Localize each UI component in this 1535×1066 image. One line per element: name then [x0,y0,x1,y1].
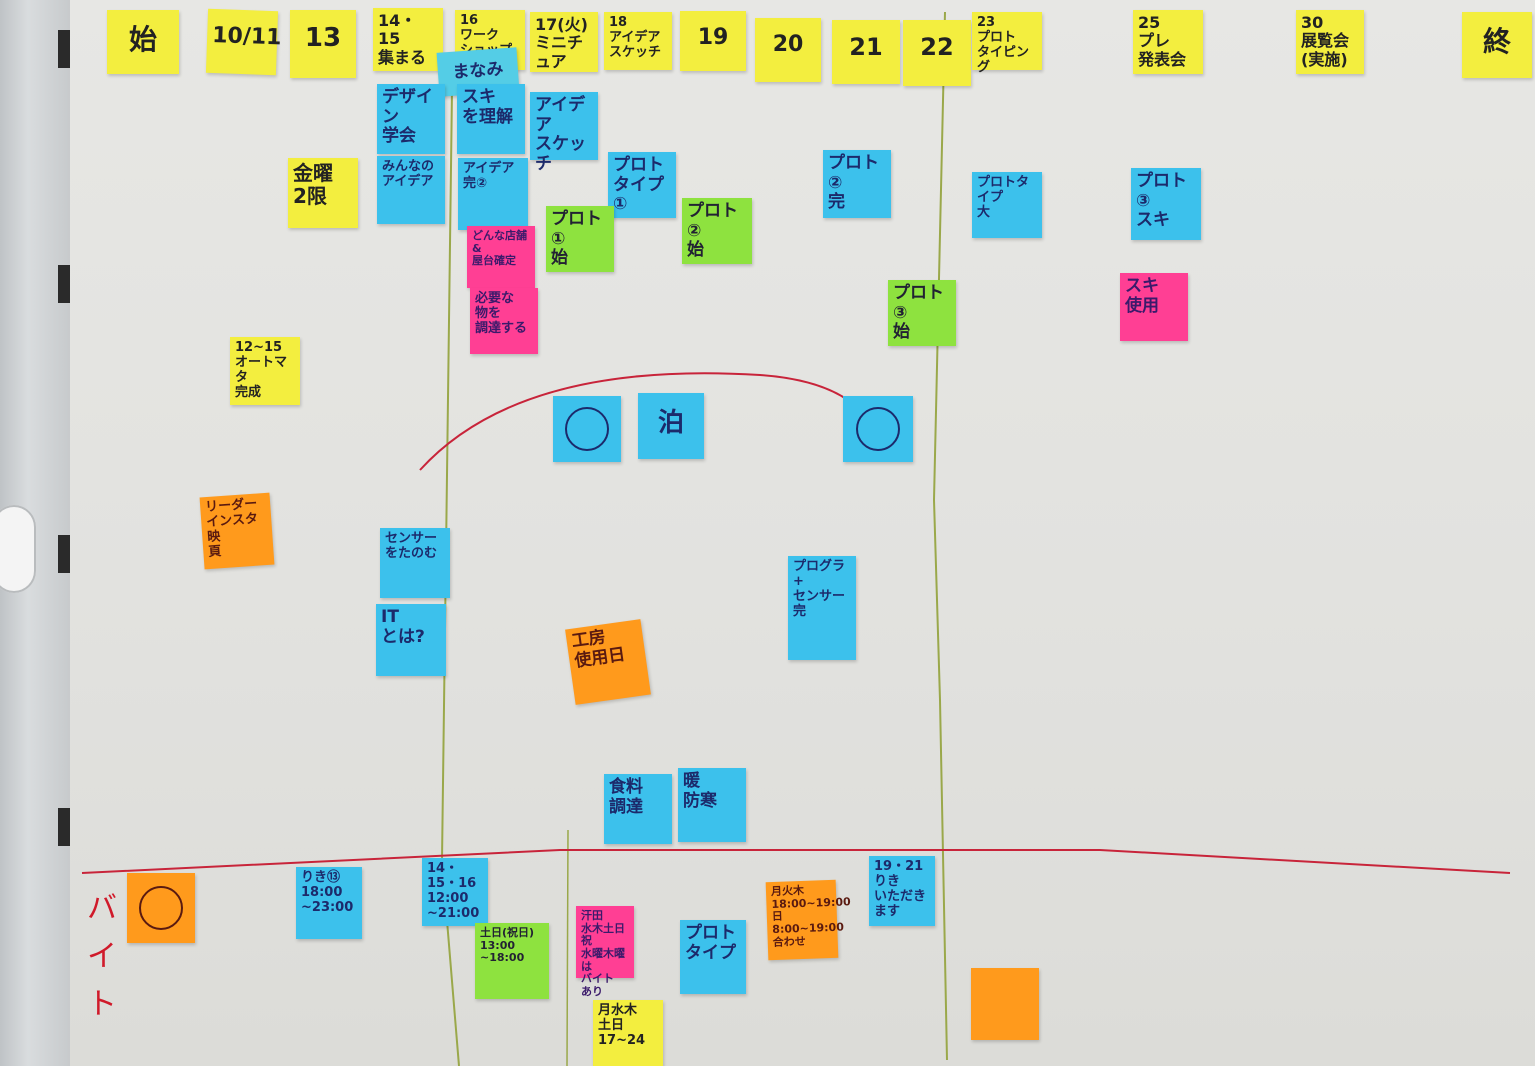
baito-note: 土日(祝日) 13:00 ~18:00 [475,923,549,999]
header-date-note: 19 [680,11,746,71]
smiley-note [127,873,195,943]
header-date-note: 14・15 集まる [373,8,443,71]
header-date-note: 25 プレ 発表会 [1133,10,1203,74]
task-note: プロト② 始 [682,198,752,264]
task-note: スキ を理解 [457,84,525,154]
smiley-face-icon [139,886,183,930]
task-note: 食料 調達 [604,774,672,844]
task-note: 工房 使用日 [565,619,651,705]
baito-note: 汗田 水木土日祝 水曜木曜は バイト あり [576,906,634,998]
header-date-note: 30 展覧会 (実施) [1296,10,1364,74]
task-note: どんな店舗& 屋台確定 [467,226,535,288]
task-note: IT とは? [376,604,446,676]
task-note: みんなの アイデア [377,156,445,224]
baito-note: 月水木 土日 17~24 [593,1000,663,1066]
task-note: プロト③ 始 [888,280,956,346]
task-note: 必要な 物を 調達する [470,288,538,354]
header-date-note: 21 [832,20,900,84]
header-date-note: 10/11 [205,8,282,76]
stay-note: 泊 [638,393,704,459]
task-note: プログラ + センサー 完 [788,556,856,660]
header-end-note: 終 [1462,12,1532,78]
task-note: プロト タイプ① [608,152,676,218]
baito-note: りき⑬ 18:00 ~23:00 [296,867,362,939]
header-date-note: 13 [290,10,356,78]
task-note: リーダー インスタ映 頁 [199,492,275,570]
task-note: 12~15 オートマタ 完成 [230,337,300,405]
task-note: プロト② 完 [823,150,891,218]
header-date-note: 20 [755,18,821,82]
task-note: プロトタイプ 大 [972,172,1042,238]
task-note: センサー をたのむ [380,528,450,598]
task-note: アイデア 完② [458,158,528,230]
smiley-note [843,396,913,462]
baito-note: 月火木 18:00~19:00 日 8:00~19:00 合わせ [765,879,851,961]
smiley-face-icon [565,407,609,451]
door-handle [0,505,36,593]
smiley-face-icon [856,407,900,451]
task-note: スキ 使用 [1120,273,1188,341]
baito-note: 19・21 りき いただきます [869,856,935,926]
task-note: プロト① 始 [546,206,614,272]
task-note: 金曜 2限 [288,158,358,228]
blank-note [971,968,1039,1040]
header-date-note: 17(火) ミニチュア [530,12,598,72]
header-start-note: 始 [107,10,179,74]
task-note: プロト③ スキ [1131,168,1201,240]
header-date-note: 23 プロト タイピング [972,12,1042,75]
header-date-note: 22 [903,20,971,86]
whiteboard-frame [0,0,70,1066]
task-note: デザイン 学会 [377,84,445,154]
header-date-note: 18 アイデア スケッチ [604,12,672,70]
task-note: 暖 防寒 [678,768,746,842]
baito-side-label: バイト [87,891,117,1022]
task-note: アイデア スケッチ [530,92,598,173]
smiley-note [553,396,621,462]
baito-note: 14・15・16 12:00 ~21:00 [422,858,488,926]
baito-note: プロト タイプ [680,920,746,994]
